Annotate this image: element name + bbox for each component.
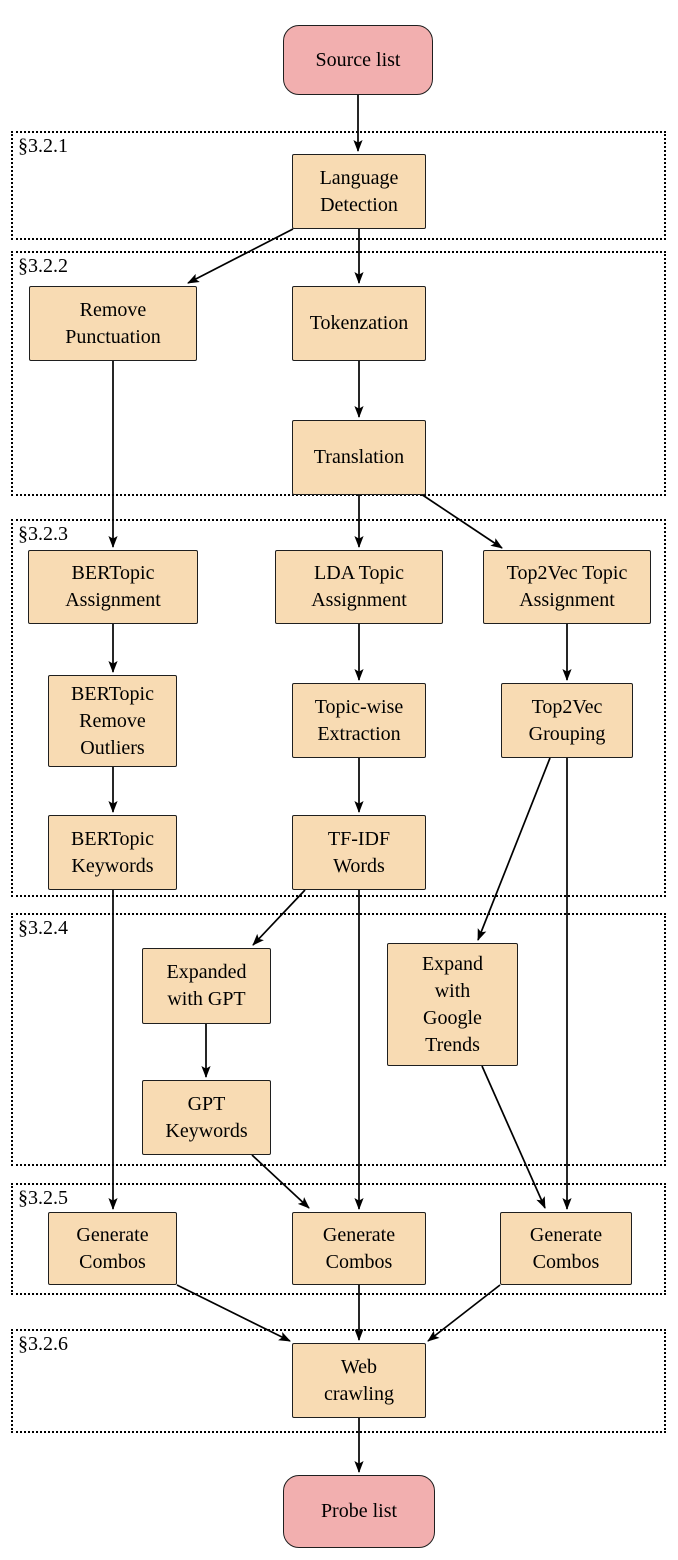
section-3-2-1: §3.2.1 [11, 131, 666, 240]
node-translation: Translation [292, 420, 426, 495]
node-probe-list-label: Probe list [320, 1500, 398, 1522]
node-generate-combos-center: Generate Combos [292, 1212, 426, 1285]
section-3-2-4: §3.2.4 [11, 913, 666, 1166]
node-expand-with-google-trends: Expand with Google Trends [387, 943, 518, 1066]
node-source-list: Source list [283, 25, 433, 95]
node-lda-topic-assignment: LDA Topic Assignment [275, 550, 443, 624]
node-language-detection: Language Detection [292, 154, 426, 229]
section-3-2-3-label: §3.2.3 [18, 523, 68, 545]
node-bertopic-keywords: BERTopic Keywords [48, 815, 177, 890]
node-gpt-keywords-label: GPT Keywords [165, 1092, 248, 1142]
node-web-crawling-label: Web crawling [324, 1355, 394, 1405]
section-3-2-4-label: §3.2.4 [18, 917, 68, 939]
node-tf-idf-words: TF-IDF Words [292, 815, 426, 890]
node-tf-idf-words-label: TF-IDF Words [327, 827, 391, 877]
section-3-2-2: §3.2.2 [11, 251, 666, 496]
node-topic-wise-extraction: Topic-wise Extraction [292, 683, 426, 758]
node-topic-wise-extraction-label: Topic-wise Extraction [314, 695, 404, 745]
node-expanded-with-gpt: Expanded with GPT [142, 948, 271, 1024]
node-source-list-label: Source list [315, 48, 401, 71]
node-generate-combos-left-label: Generate Combos [76, 1223, 149, 1273]
section-3-2-5-label: §3.2.5 [18, 1187, 68, 1209]
node-lda-topic-assignment-label: LDA Topic Assignment [311, 562, 407, 611]
node-bertopic-remove-outliers-label: BERTopic Remove Outliers [71, 682, 154, 759]
node-expanded-with-gpt-label: Expanded with GPT [166, 961, 247, 1010]
node-probe-list: Probe list [283, 1475, 435, 1548]
node-generate-combos-right-label: Generate Combos [529, 1223, 603, 1273]
node-gpt-keywords: GPT Keywords [142, 1080, 271, 1155]
node-tokenzation: Tokenzation [292, 286, 426, 361]
section-3-2-1-label: §3.2.1 [18, 135, 68, 157]
node-bertopic-remove-outliers: BERTopic Remove Outliers [48, 675, 177, 767]
node-web-crawling: Web crawling [292, 1343, 426, 1418]
node-bertopic-assignment: BERTopic Assignment [28, 550, 198, 624]
section-3-2-5: §3.2.5 [11, 1183, 666, 1295]
node-language-detection-label: Language Detection [319, 166, 399, 216]
section-3-2-6: §3.2.6 [11, 1329, 666, 1433]
section-3-2-3: §3.2.3 [11, 519, 666, 897]
section-3-2-6-label: §3.2.6 [18, 1333, 68, 1355]
node-remove-punctuation: Remove Punctuation [29, 286, 197, 361]
node-top2vec-grouping: Top2Vec Grouping [501, 683, 633, 758]
node-tokenzation-label: Tokenzation [309, 312, 409, 334]
node-expand-with-google-trends-label: Expand with Google Trends [421, 952, 484, 1056]
node-generate-combos-center-label: Generate Combos [322, 1223, 396, 1273]
section-3-2-2-label: §3.2.2 [18, 255, 68, 277]
node-bertopic-assignment-label: BERTopic Assignment [65, 562, 161, 611]
node-top2vec-topic-assignment-label: Top2Vec Topic Assignment [506, 562, 628, 611]
node-remove-punctuation-label: Remove Punctuation [65, 298, 161, 348]
node-generate-combos-left: Generate Combos [48, 1212, 177, 1285]
node-translation-label: Translation [313, 446, 405, 468]
node-top2vec-topic-assignment: Top2Vec Topic Assignment [483, 550, 651, 624]
node-generate-combos-right: Generate Combos [500, 1212, 632, 1285]
node-top2vec-grouping-label: Top2Vec Grouping [528, 695, 606, 745]
node-bertopic-keywords-label: BERTopic Keywords [71, 827, 154, 877]
